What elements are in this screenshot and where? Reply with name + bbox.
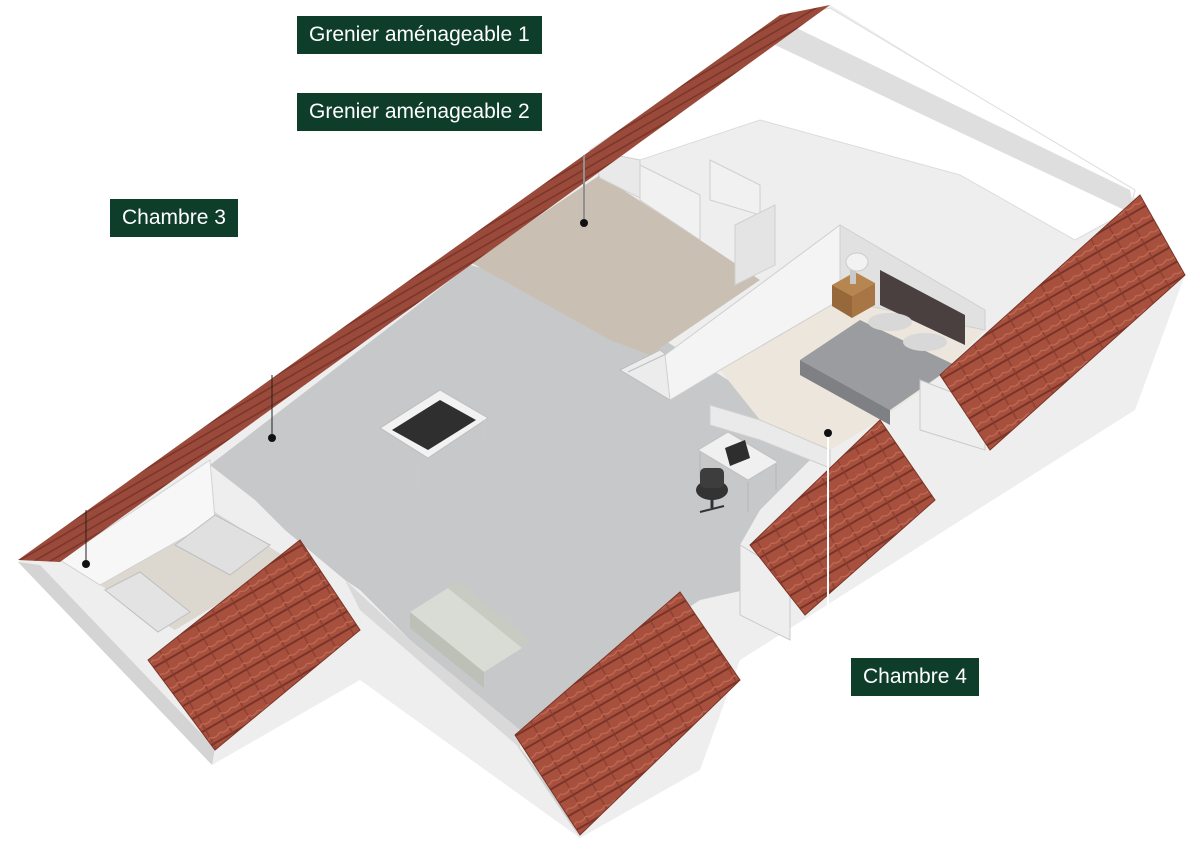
chambre-4-wall-back — [839, 224, 986, 331]
floor-grenier-2 — [470, 175, 760, 355]
pin-chambre-4 — [824, 429, 832, 437]
foosball-table — [379, 389, 489, 490]
nightstand-lamp — [832, 252, 875, 318]
roof-right — [939, 194, 1186, 451]
label-grenier-2: Grenier aménageable 2 — [297, 93, 542, 131]
label-chambre-4: Chambre 4 — [851, 658, 979, 696]
pin-chambre-3 — [268, 434, 276, 442]
low-wall-front — [345, 580, 520, 748]
chambre-3-stairs-2 — [104, 571, 191, 633]
label-chambre-3: Chambre 3 — [110, 199, 238, 237]
chambre-4-wall-left — [664, 224, 841, 401]
label-pointers — [82, 155, 832, 610]
roof — [18, 5, 1186, 836]
office-chair — [696, 468, 728, 513]
pin-grenier-1 — [82, 560, 90, 568]
chambre-3-stairs — [174, 514, 271, 576]
roof-dormer-front — [514, 591, 741, 836]
wall-grenier-2d — [734, 204, 776, 286]
label-grenier-1: Grenier aménageable 1 — [297, 16, 542, 54]
attic-wall-right — [775, 20, 1135, 215]
desk-laptop — [697, 431, 779, 512]
roof-ridge-left — [18, 5, 830, 562]
sofa — [410, 582, 532, 688]
wall-grenier-2b — [639, 164, 701, 241]
roof-dormer-mid — [749, 419, 936, 616]
roof-dormer-left — [147, 539, 361, 751]
double-bed — [800, 270, 965, 425]
pin-grenier-2 — [580, 219, 588, 227]
